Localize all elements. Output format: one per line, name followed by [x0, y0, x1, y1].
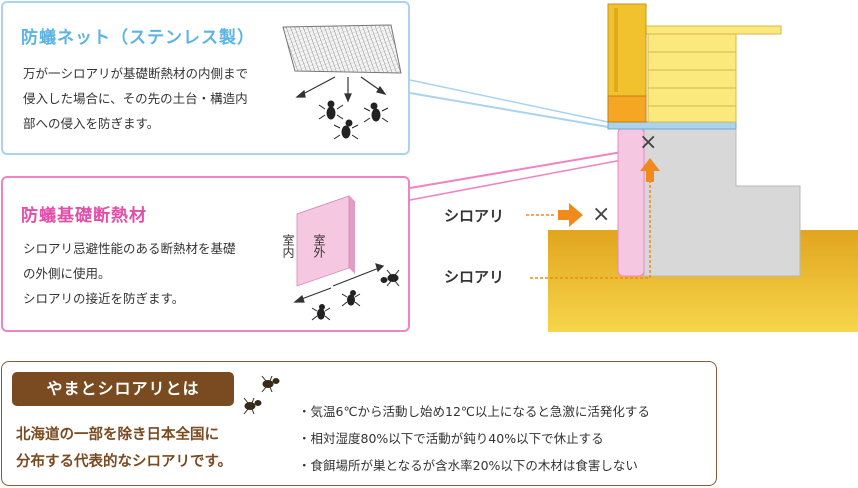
info-subtitle-line: 北海道の一部を除き日本全国に: [16, 427, 219, 443]
concrete-foundation: [643, 127, 801, 277]
yamato-termite-info-box: やまとシロアリとは 北海道の一部を除き日本全国に 分布する代表的なシロアリです。…: [1, 361, 717, 486]
termite-label-upper: シロアリ: [444, 207, 505, 225]
termite-net-band: [607, 121, 737, 130]
termite-icon: [333, 119, 359, 140]
insulation-callout-line-2: [409, 159, 623, 201]
termite-icon: [318, 100, 344, 120]
indoor-label: 室内: [281, 234, 295, 258]
info-bullet: ・気温6℃から活動し始め12℃以上になると急激に活発化する: [298, 404, 650, 419]
info-subtitle-line: 分布する代表的なシロアリです。: [16, 454, 233, 470]
net-description-line: 万が一シロアリが基礎断熱材の内側まで: [23, 66, 249, 81]
termite-icon: [261, 375, 280, 393]
net-illustration: [282, 24, 402, 140]
termite-icon: [363, 102, 389, 123]
insulation-callout-line: [409, 151, 623, 189]
termite-icon: [243, 397, 262, 415]
net-callout-box: 防蟻ネット（ステンレス製） 万が一シロアリが基礎断熱材の内側まで 侵入した場合に…: [1, 1, 410, 155]
eave-board: [644, 25, 782, 35]
info-tag: やまとシロアリとは: [12, 372, 234, 406]
insulation-callout-box: 防蟻基礎断熱材 シロアリ忌避性能のある断熱材を基礎 の外側に使用。 シロアリの接…: [1, 176, 410, 332]
info-bullet-list: ・気温6℃から活動し始め12℃以上になると急激に活発化する ・相対湿度80%以下…: [298, 398, 650, 479]
termite-icon: [380, 269, 400, 287]
termite-label-lower: シロアリ: [444, 268, 505, 286]
termite-icon: [341, 290, 361, 307]
cross-mark-side: ×: [592, 202, 611, 227]
insulation-title: 防蟻基礎断熱材: [21, 206, 147, 226]
net-callout-line: [409, 92, 609, 128]
arrow-right-icon: [558, 203, 583, 227]
insulation-description-line: シロアリの接近を防ぎます。: [23, 291, 185, 306]
net-title: 防蟻ネット（ステンレス製）: [21, 28, 255, 48]
net-description: 万が一シロアリが基礎断熱材の内側まで 侵入した場合に、その先の土台・構造内 部へ…: [23, 61, 293, 136]
info-bullet: ・食餌場所が巣となるが含水率20%以下の木材は食害しない: [298, 458, 638, 473]
wooden-sill: [607, 95, 647, 123]
arrow-up-icon: [640, 158, 660, 182]
arrow-icon: [293, 263, 385, 303]
wall-siding: [647, 33, 737, 123]
termite-illustration: [243, 375, 280, 415]
insulation-description-line: シロアリ忌避性能のある断熱材を基礎: [23, 241, 236, 256]
insulation-description-line: の外側に使用。: [23, 266, 111, 281]
net-description-line: 部への侵入を防ぎます。: [23, 116, 160, 131]
net-callout-line-2: [409, 79, 609, 123]
arrow-icon: [295, 76, 387, 103]
info-bullet: ・相対湿度80%以下で活動が鈍り40%以下で休止する: [298, 431, 604, 446]
outdoor-label: 室外: [312, 234, 326, 258]
insulation-illustration: [293, 195, 400, 321]
termite-icon: [311, 304, 331, 321]
net-description-line: 侵入した場合に、その先の土台・構造内: [23, 91, 248, 106]
insulation-description: シロアリ忌避性能のある断熱材を基礎 の外側に使用。 シロアリの接近を防ぎます。: [23, 236, 283, 311]
cross-mark-upper: ×: [639, 130, 658, 155]
info-subtitle: 北海道の一部を除き日本全国に 分布する代表的なシロアリです。: [16, 422, 276, 476]
wooden-post: [607, 3, 647, 97]
mesh-net-icon: [282, 24, 402, 74]
